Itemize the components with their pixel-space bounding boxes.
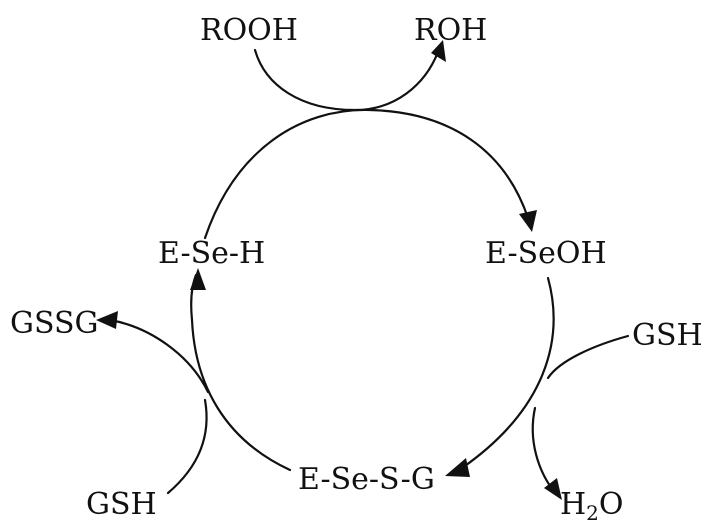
arrowhead-e-se-s-g	[445, 458, 470, 477]
arc-top-cycle	[203, 108, 530, 240]
label-roh: ROH	[414, 13, 487, 48]
arrowhead-gssg	[96, 311, 118, 329]
arc-gsh-right-in	[546, 334, 630, 380]
arc-left-cycle	[190, 273, 292, 472]
arrowhead-h2o	[544, 478, 562, 500]
arrowhead-roh	[431, 40, 446, 62]
arc-to-gssg	[108, 318, 210, 394]
label-gsh-bottom: GSH	[86, 487, 157, 522]
label-h2o: H2O	[560, 487, 624, 525]
arc-rooh-to-roh	[253, 48, 440, 112]
label-rooh: ROOH	[200, 13, 298, 48]
label-e-se-s-g: E-Se-S-G	[298, 462, 435, 497]
label-gssg: GSSG	[10, 306, 99, 341]
arc-right-cycle	[460, 276, 555, 470]
label-h2o-subscript: 2	[586, 501, 599, 525]
label-e-se-h: E-Se-H	[158, 236, 265, 271]
label-gsh-right: GSH	[632, 318, 703, 353]
arc-gsh-bottom-in	[166, 398, 208, 495]
arc-to-h2o	[531, 406, 558, 496]
label-h2o-o: O	[599, 487, 624, 522]
arrowhead-e-se-h	[190, 268, 206, 290]
arrowhead-e-seoh	[519, 210, 537, 232]
label-h2o-h: H	[560, 487, 586, 522]
label-e-seoh: E-SeOH	[485, 236, 607, 271]
